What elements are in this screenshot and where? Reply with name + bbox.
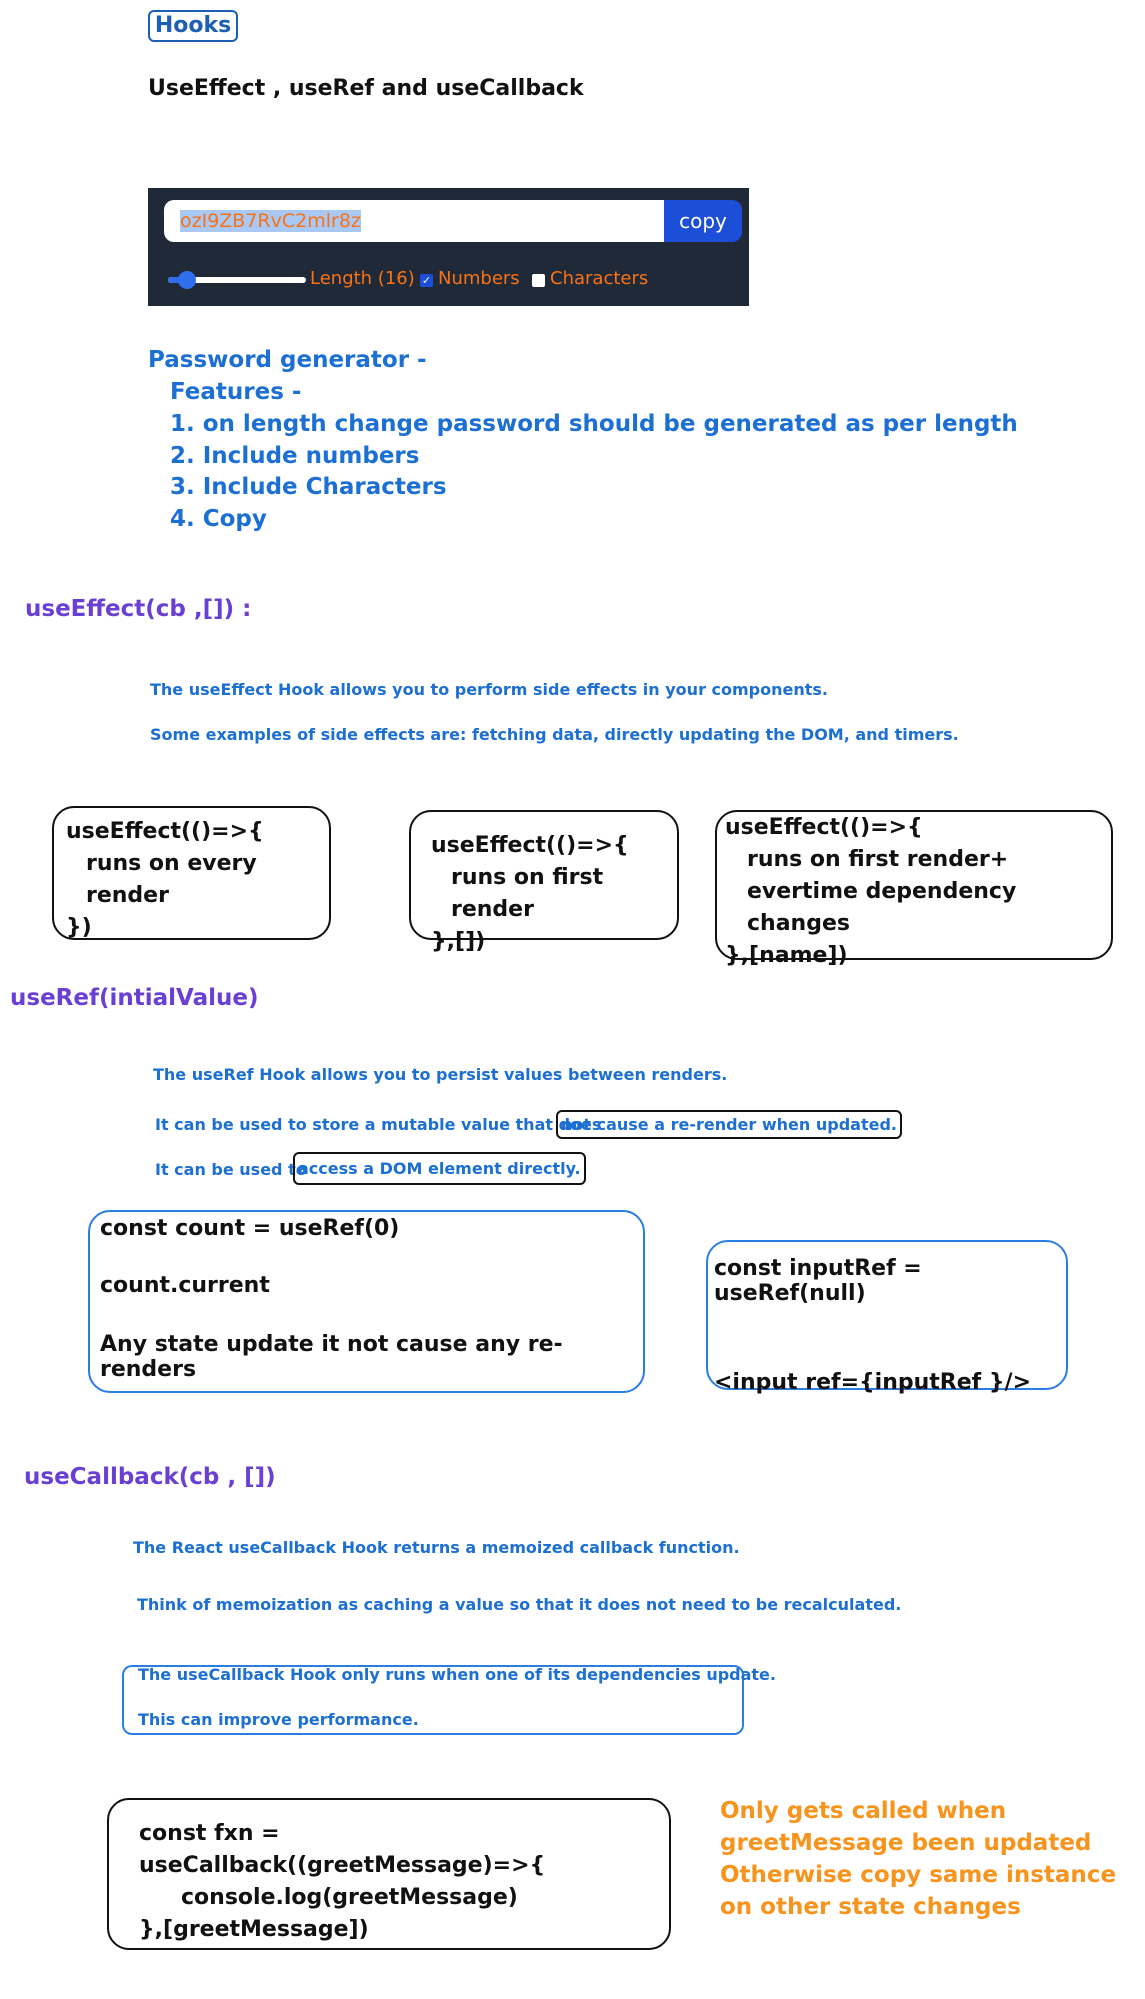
usecallback-note-box xyxy=(122,1665,744,1735)
code-line: count.current xyxy=(100,1273,270,1298)
code-line: evertime dependency changes xyxy=(747,879,1017,936)
code-line: },[name]) xyxy=(725,943,848,968)
page-subtitle: UseEffect , useRef and useCallback xyxy=(148,76,584,101)
length-label: Length (16) xyxy=(310,268,415,289)
useref-desc: It can be used to store a mutable value … xyxy=(155,1115,602,1134)
usecallback-desc: The React useCallback Hook returns a mem… xyxy=(133,1538,740,1557)
characters-checkbox[interactable] xyxy=(532,274,545,287)
usecallback-note: This can improve performance. xyxy=(138,1710,419,1729)
useref-highlight: access a DOM element directly. xyxy=(293,1152,586,1185)
useref-input-box: const inputRef = useRef(null) <input ref… xyxy=(706,1240,1068,1395)
note-line: greetMessage been updated xyxy=(720,1830,1092,1856)
characters-label: Characters xyxy=(550,268,649,289)
usecallback-orange-note: Only gets called when greetMessage been … xyxy=(720,1795,1116,1923)
usecallback-desc: Think of memoization as caching a value … xyxy=(137,1595,902,1614)
feature-item: 4. Copy xyxy=(170,506,267,532)
usecallback-code-box: const fxn = useCallback((greetMessage)=>… xyxy=(107,1798,671,1950)
numbers-label: Numbers xyxy=(438,268,520,289)
code-line: },[greetMessage]) xyxy=(139,1917,369,1942)
length-slider-track[interactable] xyxy=(168,277,306,283)
useeffect-desc: The useEffect Hook allows you to perform… xyxy=(150,680,828,699)
useref-title: useRef(intialValue) xyxy=(10,985,259,1011)
feature-item: 2. Include numbers xyxy=(170,443,420,469)
code-line: },[]) xyxy=(431,929,486,954)
code-line: const count = useRef(0) xyxy=(100,1216,400,1241)
note-line: Otherwise copy same instance xyxy=(720,1862,1117,1888)
useeffect-box-first-render: useEffect(()=>{ runs on first render },[… xyxy=(409,810,679,954)
code-line: runs on first render+ xyxy=(747,847,1009,872)
useeffect-box-every-render: useEffect(()=>{ runs on every render }) xyxy=(52,806,331,940)
password-value: ozI9ZB7RvC2mlr8z xyxy=(180,210,361,232)
useref-count-box: const count = useRef(0) count.current An… xyxy=(88,1210,645,1393)
numbers-checkbox[interactable]: ✓ xyxy=(420,274,433,287)
hooks-tag: Hooks xyxy=(148,10,238,42)
useeffect-title: useEffect(cb ,[]) : xyxy=(25,596,252,622)
code-line: const fxn = useCallback((greetMessage)=>… xyxy=(139,1821,546,1878)
useref-desc: The useRef Hook allows you to persist va… xyxy=(153,1065,728,1084)
code-line: }) xyxy=(66,915,92,940)
feature-item: 1. on length change password should be g… xyxy=(170,411,1018,437)
features-subtitle: Features - xyxy=(170,379,302,405)
code-line: <input ref={inputRef }/> xyxy=(714,1370,1032,1395)
code-line: useEffect(()=>{ xyxy=(431,833,629,858)
code-line: useEffect(()=>{ xyxy=(66,819,264,844)
length-slider-thumb[interactable] xyxy=(178,271,196,289)
code-line: const inputRef = useRef(null) xyxy=(714,1256,922,1306)
password-field[interactable]: ozI9ZB7RvC2mlr8z xyxy=(164,200,664,242)
code-line: Any state update it not cause any re-ren… xyxy=(100,1332,563,1382)
useeffect-box-dependency: useEffect(()=>{ runs on first render+ ev… xyxy=(715,810,1113,968)
useref-desc: It can be used to xyxy=(155,1160,307,1179)
copy-button[interactable]: copy xyxy=(664,200,742,242)
code-line: console.log(greetMessage) xyxy=(181,1885,518,1910)
note-line: on other state changes xyxy=(720,1894,1021,1920)
useref-highlight: not cause a re-render when updated. xyxy=(556,1110,902,1139)
code-line: useEffect(()=>{ xyxy=(725,815,923,840)
usecallback-note: The useCallback Hook only runs when one … xyxy=(138,1665,776,1684)
feature-item: 3. Include Characters xyxy=(170,474,447,500)
code-line: runs on first render xyxy=(451,865,604,922)
features-title: Password generator - xyxy=(148,347,427,373)
useeffect-desc: Some examples of side effects are: fetch… xyxy=(150,725,959,744)
usecallback-title: useCallback(cb , []) xyxy=(24,1464,276,1490)
code-line: runs on every render xyxy=(86,851,257,908)
note-line: Only gets called when xyxy=(720,1798,1007,1824)
